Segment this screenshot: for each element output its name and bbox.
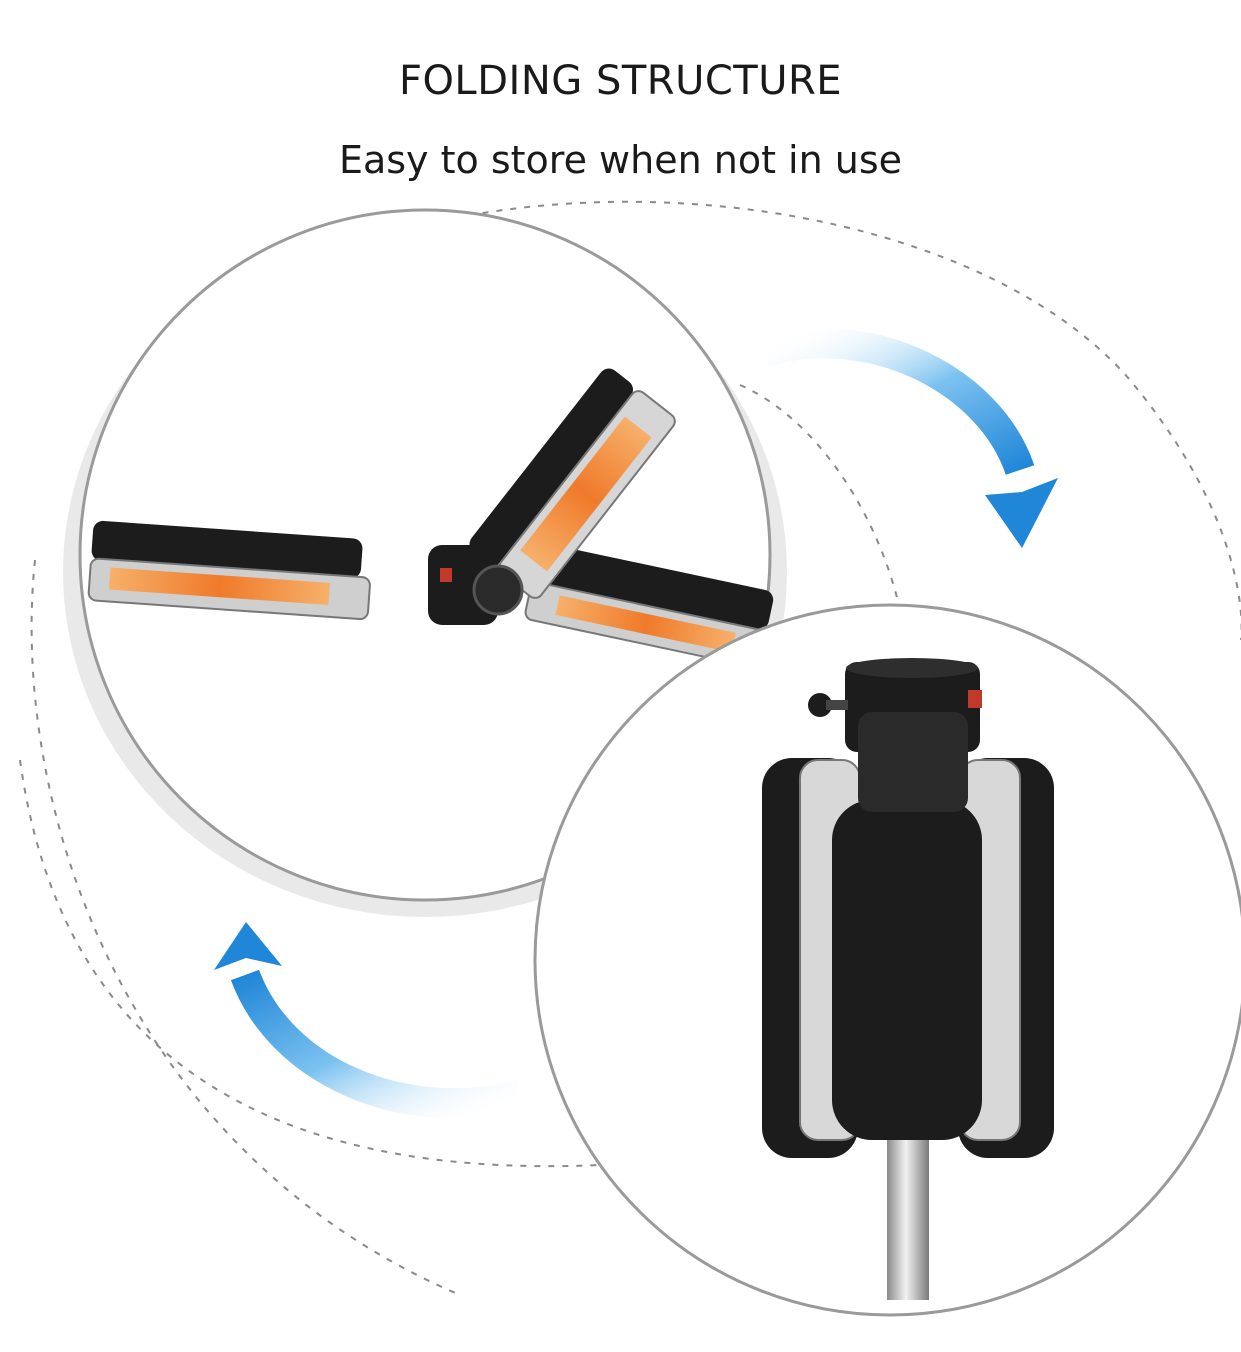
page-subtitle: Easy to store when not in use bbox=[338, 138, 903, 182]
heater-folded bbox=[533, 603, 1241, 1317]
page-title: FOLDING STRUCTURE bbox=[398, 58, 843, 104]
arrow-clockwise-icon bbox=[760, 328, 1058, 548]
arrow-counterclockwise-icon bbox=[214, 922, 524, 1119]
heater-unfolded bbox=[63, 208, 787, 917]
dashed-guide-arcs bbox=[19, 200, 1241, 1296]
